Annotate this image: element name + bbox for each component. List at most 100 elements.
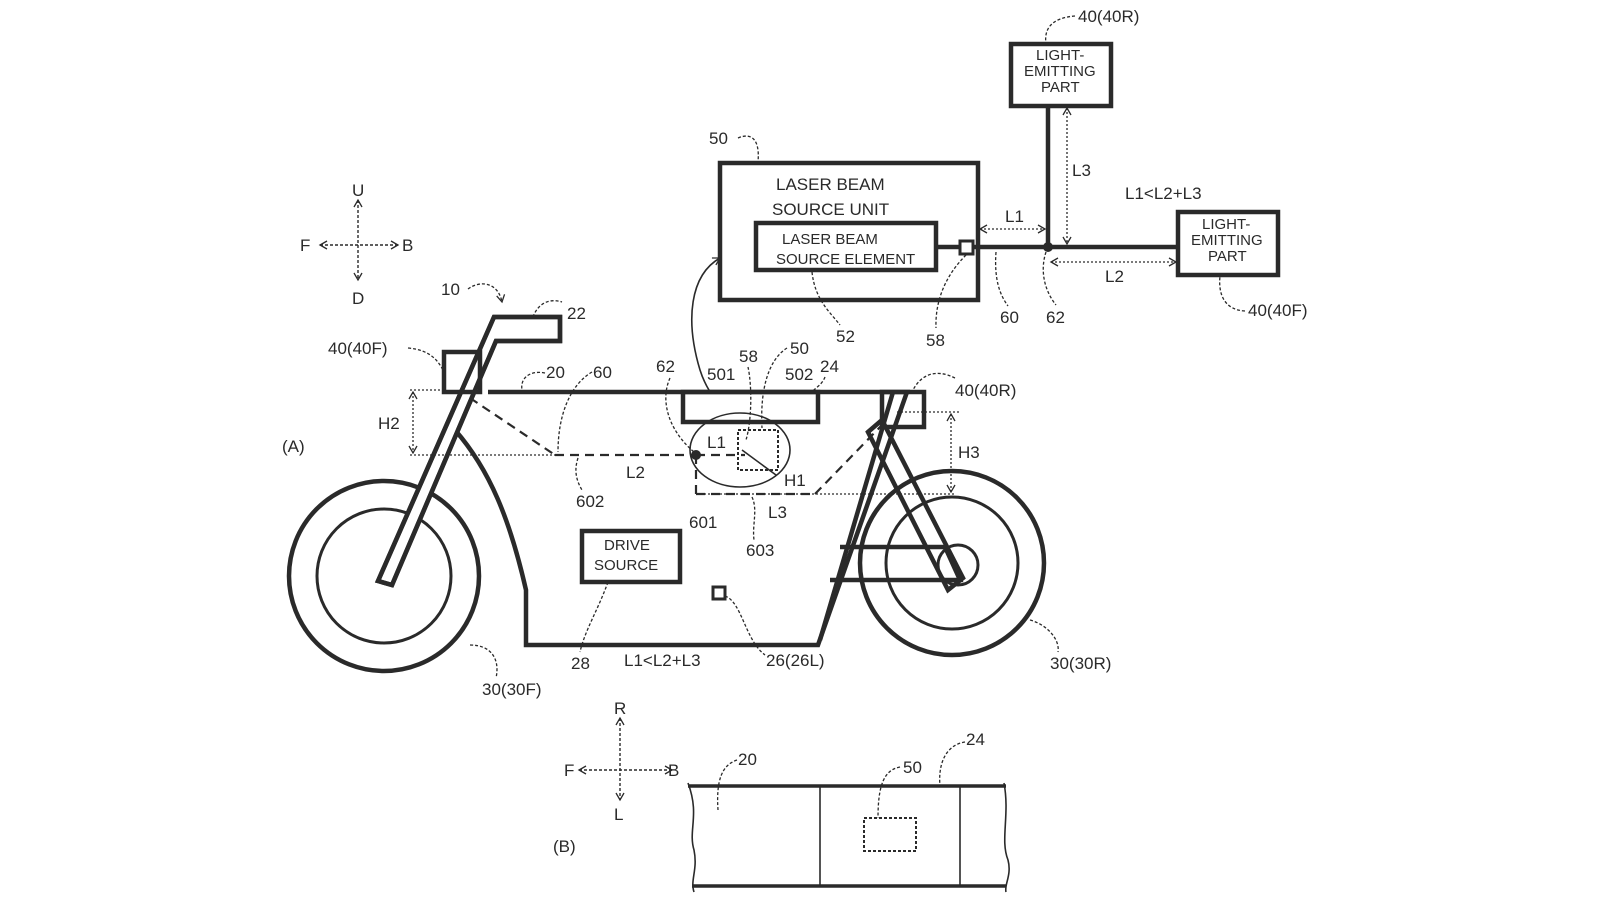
panel-a-label: (A) [282,437,305,456]
front-wheel-outer [286,478,482,674]
fiber-603-diagonal [814,424,883,495]
branch-602-leader [575,457,583,491]
light-emitting-part-rear-box [1008,41,1114,109]
body-ref: 20 [546,363,565,382]
fiber-ref-vehicle: 60 [593,363,612,382]
top-body-leader [716,759,738,811]
vehicle-dim-l3: L3 [768,503,787,522]
fiber-leader-vehicle [557,371,593,453]
compass-right-label: R [614,699,626,718]
top-seat-leader [939,741,966,787]
drive-leader [579,581,609,653]
panel-b-label: (B) [553,837,576,856]
port-leader [935,254,967,329]
rear-part-ref: 40(40R) [1078,7,1139,26]
compass-up-label: U [352,181,364,200]
vehicle-ref: 10 [441,280,460,299]
drive-line2: SOURCE [594,557,658,574]
sensor-ref: 26(26L) [766,651,825,670]
drive-source-box [579,528,683,585]
front-light-ref: 40(40F) [328,339,388,358]
branch-603-leader [751,496,756,541]
rear-light-leader [911,372,956,393]
front-part-line1: LIGHT- [1202,216,1250,233]
port-leader-vehicle [745,366,752,441]
vehicle-leader [467,283,506,304]
unit-50-top-hidden [863,817,917,852]
fiber-602-diagonal [469,397,556,456]
unit-front-ref: 501 [707,365,735,384]
splitter-ref-vehicle: 62 [656,357,675,376]
top-view-break-right [1003,782,1010,893]
rear-stay [865,416,966,594]
swing-arm [830,544,964,583]
top-unit-ref: 50 [903,758,922,777]
top-seat-ref: 24 [966,730,985,749]
branch-603-ref: 603 [746,541,774,560]
front-part-line2: EMITTING [1191,232,1263,249]
inset-schematic: 50 LASER BEAM SOURCE UNIT LASER BEAM SOU… [709,7,1308,350]
inset-relation: L1<L2+L3 [1125,184,1202,203]
compass-rl-front-label: F [564,761,574,780]
front-wheel-inner [315,507,453,645]
dim-h2: H2 [378,414,400,433]
rear-wheel-inner [884,495,1020,631]
fiber-ref: 60 [1000,308,1019,327]
rear-part-line3: PART [1041,79,1080,96]
splitter-leader [1042,251,1057,306]
sensor-26 [711,585,727,601]
rear-part-leader [1044,15,1076,45]
rear-frame-left [817,391,896,641]
unit-50-hidden [737,429,779,471]
seat-ref: 24 [820,357,839,376]
compass-ufdb: U D F B [300,181,413,308]
inset-dim-l1: L1 [1005,207,1024,226]
port-ref: 58 [926,331,945,350]
front-part-ref: 40(40F) [1248,301,1308,320]
unit-title-line2: SOURCE UNIT [772,200,889,219]
compass-back-label: B [402,236,413,255]
rear-wheel-leader [1029,619,1059,653]
front-fork-overlay [374,314,563,588]
top-body-ref: 20 [738,750,757,769]
handle-ref: 22 [567,304,586,323]
drive-line1: DRIVE [604,537,650,554]
laser-beam-source-unit-box [717,160,981,303]
unit-rear-ref: 502 [785,365,813,384]
compass-left-label: L [614,805,623,824]
vehicle-splitter-62 [691,450,701,460]
unit-title-line1: LASER BEAM [776,175,885,194]
compass-front-label: F [300,236,310,255]
magnify-circle [689,412,791,488]
rear-wheel-ref: 30(30R) [1050,654,1111,673]
light-emitting-part-front-box [1175,209,1281,278]
branch-601-ref: 601 [689,513,717,532]
vehicle-relation: L1<L2+L3 [624,651,701,670]
splitter-ref: 62 [1046,308,1065,327]
port-58 [958,239,975,256]
inset-unit-leader [737,135,759,163]
seat-leader [811,376,826,393]
front-wheel-leader [469,644,498,679]
compass-rl-back-label: B [668,761,679,780]
sensor-leader [724,595,766,656]
front-light-leader [407,347,445,373]
drive-ref: 28 [571,654,590,673]
inset-dim-l3: L3 [1072,161,1091,180]
front-wheel-ref: 30(30F) [482,680,542,699]
top-unit-leader [877,766,901,819]
h1-leader [741,449,777,476]
rear-light-ref: 40(40R) [955,381,1016,400]
inset-dim-l2: L2 [1105,267,1124,286]
splitter-62 [1043,242,1053,252]
fiber-leader [994,251,1009,307]
front-part-leader [1219,275,1246,312]
front-part-line3: PART [1208,248,1247,265]
dim-h3: H3 [958,443,980,462]
unit-ref-vehicle: 50 [790,339,809,358]
vehicle-body-20 [453,389,911,648]
compass-down-label: D [352,289,364,308]
rear-hub [936,543,980,587]
element-line1: LASER BEAM [782,231,878,248]
